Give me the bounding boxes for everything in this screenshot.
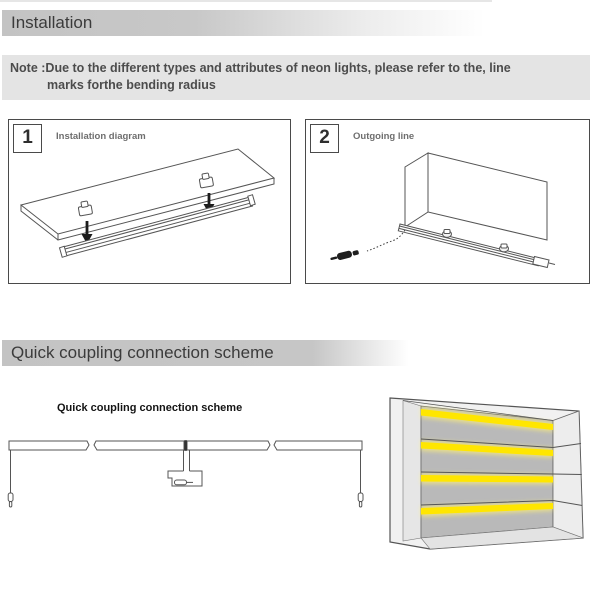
cabinet-right-inner-wall [552,410,584,539]
strip-segment-3 [186,440,271,451]
right-feed-wire [357,450,364,508]
coupling-diagram-caption: Quick coupling connection scheme [57,402,243,414]
strip-segment-1 [8,440,90,451]
step1-number-badge: 1 [13,124,42,153]
t-connector [167,450,203,487]
section-title-quick-coupling: Quick coupling connection scheme [2,340,567,366]
step2-number-badge: 2 [310,124,339,153]
note-line-2: marks forthe bending radius [47,78,216,92]
note-line-1: Note :Due to the different types and att… [10,61,511,75]
note-box: Note :Due to the different types and att… [2,55,590,100]
cabinet-bottom-inner [420,526,584,550]
step2-label: Outgoing line [353,131,415,142]
cabinet-outer-frame [389,397,584,550]
step1-panel [8,119,291,284]
strip-segment-4 [273,440,363,451]
section-title-installation: Installation [2,10,510,36]
scan-artifact-line [0,0,492,2]
step2-panel [305,119,590,284]
left-feed-wire [7,450,14,508]
led-glow-group [421,407,553,517]
cabinet-left-inner-wall [402,400,422,542]
shelf-lines [402,400,583,506]
led-strip-2 [421,442,553,456]
led-strip-3 [421,475,553,483]
segment-junction [184,440,187,451]
led-strip-1 [421,409,553,430]
quick-coupling-diagram [7,440,364,508]
cabinet-back-wall [420,405,554,539]
strip-segment-2 [93,440,185,451]
led-strip-yellow-group [421,409,553,515]
cabinet-illustration [389,397,584,550]
step1-label: Installation diagram [56,131,146,142]
led-strip-4 [421,503,553,515]
